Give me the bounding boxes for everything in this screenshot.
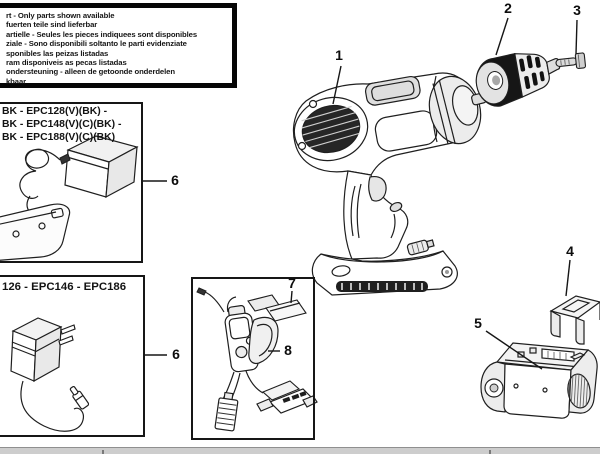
notice-line: ziale - Sono disponibili soltanto le par… xyxy=(6,39,187,49)
callout-5-battery: 5 xyxy=(474,315,482,331)
availability-notice-box: rt - Only parts shown available fuerten … xyxy=(0,3,237,88)
charger-model-line: BK - EPC128(V)(BK) - xyxy=(2,106,108,117)
footer-strip xyxy=(0,447,600,454)
charger-model-line: BK - EPC148(V)(C)(BK) - xyxy=(2,119,122,130)
chuck-illustration xyxy=(475,52,561,107)
battery-illustration xyxy=(480,342,598,419)
callout-3-screw: 3 xyxy=(573,2,581,18)
callout-8-trigger-switch: 8 xyxy=(284,342,292,358)
charger-model-line: 126 - EPC146 - EPC186 xyxy=(2,281,127,293)
callout-7-terminal-sleeves: 7 xyxy=(288,275,296,291)
notice-line: kbaar xyxy=(6,76,27,86)
charger-base-illustration xyxy=(0,203,71,261)
notice-line: ondersteuning - alleen de getoonde onder… xyxy=(6,67,175,77)
notice-line: sponibles las peizas listadas xyxy=(6,48,109,58)
callout-6-charger-bottom: 6 xyxy=(172,346,180,362)
drill-illustration xyxy=(292,72,487,296)
screw-illustration xyxy=(555,52,587,69)
callout-6-charger-top: 6 xyxy=(171,172,179,188)
charger-model-line: BK - EPC188(V)(C)(BK) xyxy=(2,132,116,143)
notice-line: fuerten teile sind lieferbar xyxy=(6,20,98,30)
switch-assembly-box xyxy=(191,277,315,440)
callout-1-drill: 1 xyxy=(335,47,343,63)
wall-charger-illustration xyxy=(10,317,90,432)
charger-model-list: BK - EPC128(V)(BK) - BK - EPC148(V)(C)(B… xyxy=(2,105,152,144)
callout-leader-lines xyxy=(143,17,578,370)
bracket-illustration xyxy=(549,295,600,345)
charger-kit-box-bottom xyxy=(0,275,145,437)
notice-line: rt - Only parts shown available xyxy=(6,11,115,20)
charger-brick-illustration xyxy=(19,135,139,213)
footer-tick xyxy=(489,450,491,454)
notice-line: ram disponiveis as pecas listadas xyxy=(6,58,127,68)
switch-assembly-illustration xyxy=(196,287,318,432)
callout-4-bracket: 4 xyxy=(566,243,574,259)
charger-kit-box-top xyxy=(0,102,143,263)
callout-2-chuck: 2 xyxy=(504,0,512,16)
footer-tick xyxy=(102,450,104,454)
notice-line: artielle - Seules les pieces indiquees s… xyxy=(6,29,198,39)
